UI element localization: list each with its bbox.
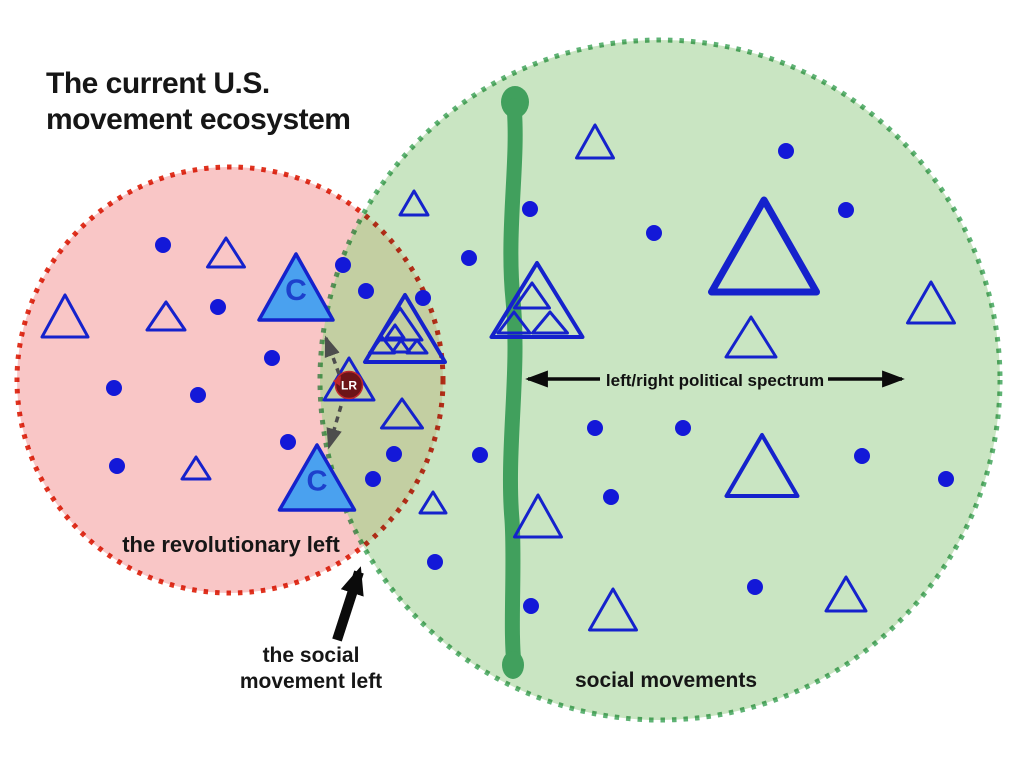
triangle-shape (906, 280, 956, 325)
member-dot (358, 283, 374, 299)
member-dot (747, 579, 763, 595)
nested-triangle-shape (496, 310, 532, 335)
org-triangle (906, 280, 956, 325)
network-triangle (363, 293, 447, 364)
left-right-divider-line (502, 98, 523, 672)
member-dot (190, 387, 206, 403)
triangle-shape (724, 315, 778, 359)
social-movements-border (317, 37, 1003, 723)
social-movements-circle (320, 40, 1000, 720)
social-movement-left-label-line1: the social (263, 644, 360, 667)
nested-triangle-shape (405, 338, 429, 355)
cadre-org-triangle: C (257, 252, 335, 322)
diagram-title-line2: movement ecosystem (46, 103, 350, 136)
org-triangle (824, 575, 868, 613)
org-triangle (380, 397, 424, 430)
org-triangle (398, 189, 430, 217)
member-dot (646, 225, 662, 241)
org-triangle (145, 300, 187, 332)
divider-bottom-cap (502, 651, 524, 679)
member-dot (155, 237, 171, 253)
c-letter: C (307, 466, 328, 498)
member-dot (472, 447, 488, 463)
triangle-shape (489, 261, 585, 339)
revolutionary-left-border (14, 164, 446, 596)
member-dot (386, 446, 402, 462)
member-dot (523, 598, 539, 614)
triangle-shape (145, 300, 187, 332)
triangle-shape (40, 293, 90, 339)
org-triangle (180, 455, 212, 481)
org-triangle (513, 493, 563, 539)
triangle-shape (180, 455, 212, 481)
member-dot (854, 448, 870, 464)
member-dot (838, 202, 854, 218)
leftroots-triangle: LR (322, 356, 376, 402)
member-dot (365, 471, 381, 487)
triangle-shape (724, 433, 800, 498)
member-dot (264, 350, 280, 366)
triangle-shape (824, 575, 868, 613)
nested-triangle-shape (368, 335, 396, 355)
org-triangle (724, 433, 800, 498)
nested-triangle-shape (531, 310, 569, 335)
filled-triangle-shape (257, 252, 335, 322)
triangle-shape (398, 189, 430, 217)
org-triangle (724, 315, 778, 359)
lr-to-bottom-c-arrow (326, 405, 343, 450)
org-triangle (588, 587, 638, 632)
member-dot (280, 434, 296, 450)
member-dot (461, 250, 477, 266)
triangle-shape (588, 587, 638, 632)
diagram-title-line1: The current U.S. (46, 67, 270, 100)
arrows-layer (324, 335, 905, 642)
member-dot (427, 554, 443, 570)
social-movement-left-overlap (319, 213, 443, 547)
member-dot (106, 380, 122, 396)
org-triangle (206, 236, 246, 269)
orgs-layer: C C LR (40, 123, 956, 632)
lr-letters: LR (341, 379, 357, 393)
social-movements-label: social movements (575, 669, 757, 692)
network-triangle (489, 261, 585, 339)
triangle-shape (206, 236, 246, 269)
large-org-triangle (708, 196, 820, 296)
org-triangle (575, 123, 615, 160)
leftroots-logo-arrow (333, 376, 341, 386)
member-dot (603, 489, 619, 505)
member-dot (210, 299, 226, 315)
c-letter: C (285, 274, 307, 307)
member-dot (415, 290, 431, 306)
leftroots-logo (334, 370, 364, 400)
triangle-shape (380, 397, 424, 430)
org-triangle (418, 490, 448, 515)
cadre-org-triangle: C (277, 443, 357, 512)
social-movement-left-arrow (332, 566, 364, 642)
member-dot (109, 458, 125, 474)
nested-triangle-shape (391, 338, 411, 354)
political-spectrum-label: left/right political spectrum (606, 371, 824, 390)
social-movement-left-label-line2: movement left (240, 670, 382, 693)
triangle-shape (575, 123, 615, 160)
spectrum-divider-layer (501, 86, 529, 679)
member-dot (587, 420, 603, 436)
member-dot (522, 201, 538, 217)
nested-triangle-shape (384, 323, 406, 340)
org-triangle (40, 293, 90, 339)
triangle-shape (418, 490, 448, 515)
triangle-shape (708, 196, 820, 296)
member-dot (778, 143, 794, 159)
member-dot (335, 257, 351, 273)
member-dot (675, 420, 691, 436)
revolutionary-left-label: the revolutionary left (122, 532, 340, 557)
member-dot (938, 471, 954, 487)
nested-triangle-shape (513, 281, 551, 310)
filled-triangle-shape (277, 443, 357, 512)
triangle-shape (513, 493, 563, 539)
